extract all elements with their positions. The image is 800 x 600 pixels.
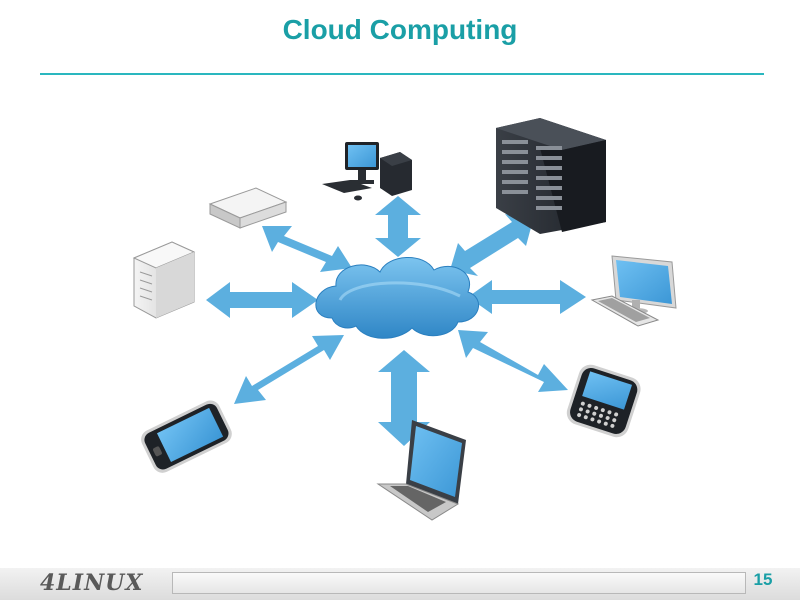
arrow-to-server-rack bbox=[450, 214, 533, 276]
laptop-icon bbox=[376, 420, 466, 521]
server-rack-icon bbox=[496, 118, 606, 234]
arrow-to-smartphone bbox=[234, 335, 344, 404]
brand-logo: 4LINUX bbox=[40, 570, 144, 596]
smartphone-icon bbox=[141, 400, 232, 473]
network-appliance-icon bbox=[208, 187, 288, 229]
tower-server-icon bbox=[132, 241, 196, 319]
blackberry-phone-icon bbox=[566, 364, 641, 438]
monitor-keyboard-icon bbox=[590, 255, 677, 327]
slide-title: Cloud Computing bbox=[282, 14, 518, 45]
desktop-computer-icon bbox=[322, 142, 412, 201]
arrow-to-monitor bbox=[468, 280, 586, 314]
title-divider bbox=[40, 73, 764, 75]
arrow-to-blackberry bbox=[458, 330, 568, 392]
arrow-to-desktop bbox=[375, 196, 421, 257]
page-number: 15 bbox=[753, 570, 773, 589]
cloud-icon bbox=[315, 257, 479, 339]
arrow-to-tower-server bbox=[206, 282, 318, 318]
arrow-to-network-appliance bbox=[262, 226, 352, 272]
footer-box bbox=[172, 572, 746, 594]
